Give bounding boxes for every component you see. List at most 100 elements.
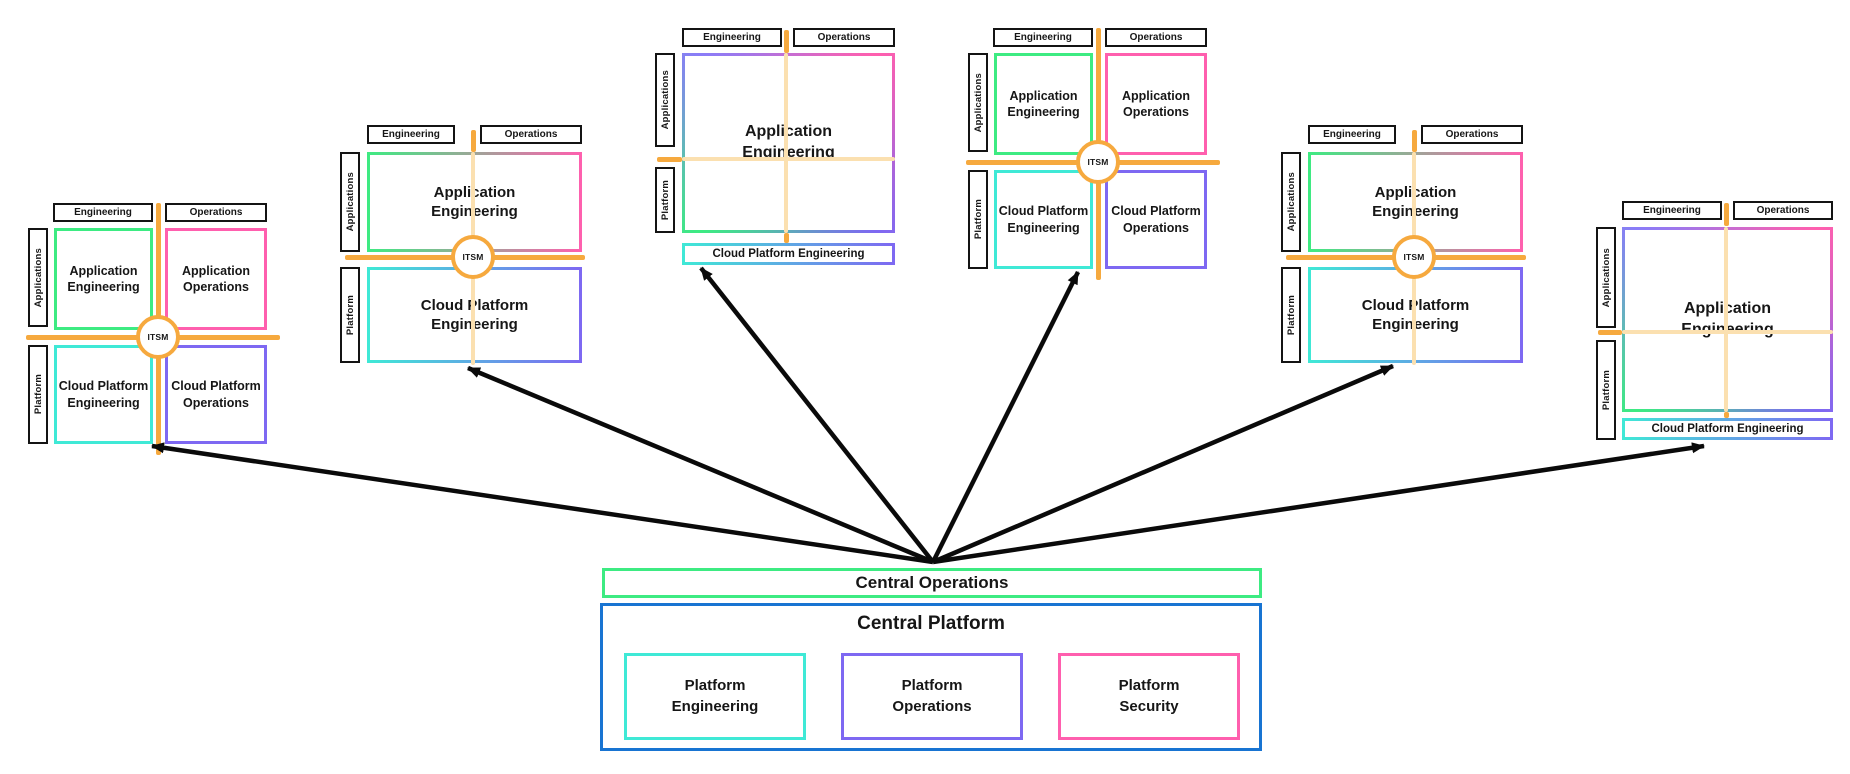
- column-header-operations: Operations: [793, 28, 895, 47]
- row-label-platform: Platform: [340, 267, 360, 363]
- side-label: Platform: [659, 179, 671, 221]
- column-header-engineering: Engineering: [682, 28, 782, 47]
- side-label: Platform: [344, 294, 356, 336]
- row-label-applications: Applications: [1281, 152, 1301, 252]
- cell-label: Application Engineering: [1007, 88, 1080, 119]
- row-label-platform: Platform: [655, 167, 675, 233]
- platform-operations-box: Platform Operations: [841, 653, 1023, 740]
- arrow-to-monolith-right: [932, 442, 1705, 565]
- itsm-circle: ITSM: [136, 315, 180, 359]
- row-label-platform: Platform: [1281, 267, 1301, 363]
- side-label: Applications: [659, 70, 671, 130]
- quadrant-application-operations: Application Operations: [1105, 53, 1207, 155]
- itsm-vertical-stub-bottom: [1724, 412, 1729, 418]
- diagram-center-quadrant: Engineering Operations Applications Plat…: [966, 28, 1220, 280]
- itsm-vertical-stub: [1412, 130, 1417, 152]
- side-label: Applications: [344, 172, 356, 232]
- side-label: Platform: [32, 374, 44, 415]
- header-label: Operations: [189, 207, 243, 218]
- row-label-applications: Applications: [968, 53, 988, 152]
- itsm-vertical-stub: [471, 130, 476, 152]
- central-platform-title: Central Platform: [857, 613, 1005, 634]
- header-label: Engineering: [1323, 129, 1381, 140]
- itsm-vertical-stub-bottom: [784, 233, 789, 243]
- header-label: Engineering: [1643, 205, 1701, 216]
- strip-cloud-platform-engineering: Cloud Platform Engineering: [1622, 418, 1833, 440]
- box-application-engineering: Application Engineering: [682, 53, 895, 233]
- platform-security-box: Platform Security: [1058, 653, 1240, 740]
- row-label-applications: Applications: [1596, 227, 1616, 328]
- diagram-monolith-right: Engineering Operations Applications Plat…: [1596, 201, 1837, 442]
- platform-child-label: Platform Engineering: [671, 677, 759, 715]
- itsm-vertical-stub-top: [784, 30, 789, 53]
- column-header-engineering: Engineering: [53, 203, 153, 222]
- quadrant-application-operations: Application Operations: [165, 228, 267, 330]
- header-label: Operations: [1129, 32, 1183, 43]
- column-header-operations: Operations: [1733, 201, 1833, 220]
- column-header-operations: Operations: [165, 203, 267, 222]
- quadrant-cloud-platform-operations: Cloud Platform Operations: [1105, 170, 1207, 269]
- column-header-operations: Operations: [1421, 125, 1523, 144]
- cell-label: Cloud Platform Engineering: [998, 204, 1089, 235]
- row-label-platform: Platform: [28, 345, 48, 444]
- platform-engineering-box: Platform Engineering: [624, 653, 806, 740]
- itsm-horizontal-line-faint: [1622, 330, 1833, 334]
- row-label-platform: Platform: [968, 170, 988, 269]
- side-label: Platform: [1285, 294, 1297, 336]
- platform-child-label: Platform Security: [1118, 677, 1180, 715]
- row-label-applications: Applications: [655, 53, 675, 147]
- side-label: Applications: [32, 247, 44, 308]
- quadrant-cloud-platform-operations: Cloud Platform Operations: [165, 345, 267, 444]
- cell-label: Cloud Platform Engineering: [712, 247, 865, 260]
- quadrant-application-engineering: Application Engineering: [54, 228, 153, 330]
- row-label-applications: Applications: [340, 152, 360, 252]
- header-label: Operations: [1445, 129, 1499, 140]
- column-header-operations: Operations: [480, 125, 582, 144]
- arrow-to-stacked-right: [932, 363, 1394, 565]
- quadrant-application-engineering: Application Engineering: [994, 53, 1093, 155]
- strip-cloud-platform-engineering: Cloud Platform Engineering: [682, 243, 895, 265]
- itsm-vertical-line-faint: [784, 53, 788, 233]
- column-header-engineering: Engineering: [367, 125, 455, 144]
- itsm-horizontal-stub-left: [1598, 330, 1622, 335]
- arrow-to-center-quadrant: [930, 270, 1081, 564]
- diagram-monolith-center: Engineering Operations Applications Plat…: [655, 28, 895, 268]
- itsm-circle: ITSM: [451, 235, 495, 279]
- header-label: Engineering: [703, 32, 761, 43]
- quadrant-cloud-platform-engineering: Cloud Platform Engineering: [54, 345, 153, 444]
- cell-label: Application Engineering: [742, 123, 835, 161]
- cell-label: Application Operations: [1121, 88, 1191, 119]
- cell-label: Cloud Platform Engineering: [1651, 422, 1804, 435]
- arrow-to-monolith-center: [699, 266, 935, 564]
- itsm-label: ITSM: [147, 332, 169, 342]
- platform-child-label: Platform Operations: [892, 677, 972, 715]
- itsm-vertical-stub-top: [1724, 203, 1729, 226]
- header-label: Engineering: [382, 129, 440, 140]
- central-operations-box: Central Operations: [602, 568, 1262, 598]
- column-header-operations: Operations: [1105, 28, 1207, 47]
- itsm-horizontal-stub-left: [657, 157, 682, 162]
- header-label: Engineering: [1014, 32, 1072, 43]
- column-header-engineering: Engineering: [993, 28, 1093, 47]
- itsm-circle: ITSM: [1392, 235, 1436, 279]
- header-label: Operations: [504, 129, 558, 140]
- diagram-stacked-left: Engineering Operations Applications Plat…: [340, 125, 585, 367]
- central-platform-box: Central Platform Platform Engineering Pl…: [600, 603, 1262, 751]
- itsm-label: ITSM: [462, 252, 484, 262]
- cell-label: Cloud Platform Operations: [1111, 204, 1201, 235]
- column-header-engineering: Engineering: [1622, 201, 1722, 220]
- side-label: Applications: [1600, 247, 1612, 308]
- itsm-circle: ITSM: [1076, 140, 1120, 184]
- side-label: Applications: [972, 72, 984, 133]
- side-label: Applications: [1285, 172, 1297, 232]
- itsm-horizontal-line-faint: [682, 157, 895, 161]
- itsm-vertical-line-faint: [1724, 227, 1728, 412]
- column-header-engineering: Engineering: [1308, 125, 1396, 144]
- side-label: Platform: [972, 199, 984, 240]
- header-label: Operations: [817, 32, 871, 43]
- cell-label: Cloud Platform Engineering: [58, 379, 149, 410]
- row-label-applications: Applications: [28, 228, 48, 327]
- side-label: Platform: [1600, 369, 1612, 411]
- quadrant-cloud-platform-engineering: Cloud Platform Engineering: [994, 170, 1093, 269]
- header-label: Engineering: [74, 207, 132, 218]
